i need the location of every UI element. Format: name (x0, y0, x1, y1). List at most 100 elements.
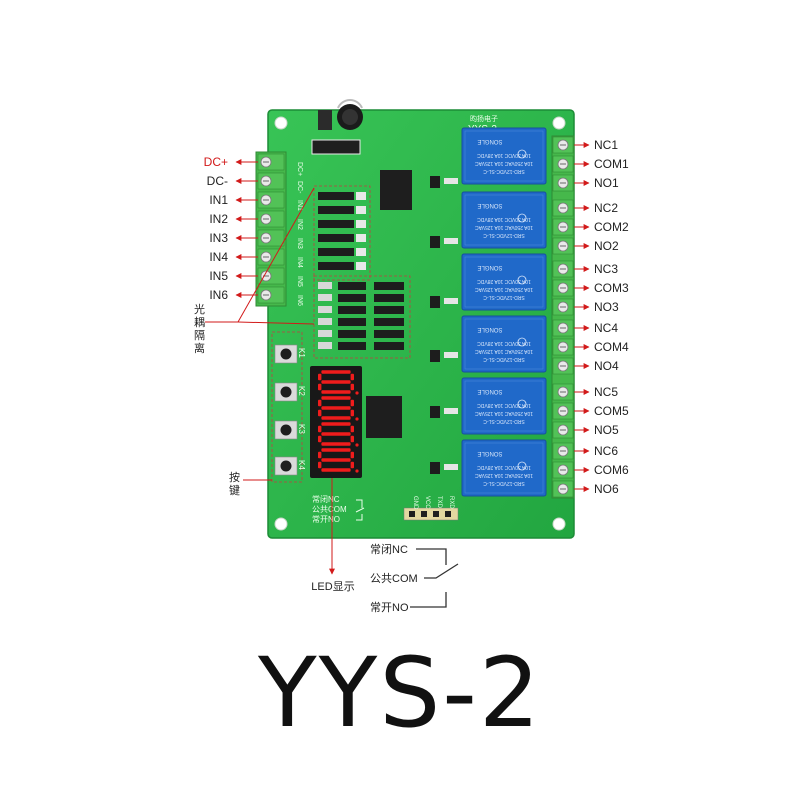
output-label-text: NC6 (594, 444, 618, 458)
relay-marking: SRD-12VDC-SL-C (483, 356, 525, 362)
output-label-text: NO5 (594, 423, 619, 437)
output-terminal (552, 218, 574, 236)
relay-marking: 10A 250VAC 10A 125VAC (475, 410, 533, 416)
input-label: IN2 (209, 212, 258, 226)
header-pin-silk: GND (412, 496, 418, 510)
optocoupler-chip (318, 248, 354, 256)
seven-segment-digit (318, 396, 359, 421)
optocoupler-chip (338, 342, 366, 350)
resistor (356, 192, 366, 200)
transistors (430, 176, 458, 474)
input-label: IN4 (209, 250, 258, 264)
seven-segment-digit (318, 370, 359, 395)
output-label: NO5 (574, 423, 619, 437)
resistor (318, 282, 332, 289)
output-label: NC4 (574, 321, 618, 335)
relay-marking: SRD-12VDC-SL-C (483, 480, 525, 486)
relay-logo-icon (517, 461, 527, 471)
relay-brand: SONGLE (477, 326, 502, 332)
key-silk: K2 (297, 386, 306, 396)
transistor (430, 176, 440, 188)
output-terminal (552, 319, 574, 337)
output-label-text: COM1 (594, 157, 629, 171)
input-pin-silk: IN6 (296, 295, 303, 306)
board-contact-symbol (355, 499, 365, 521)
output-label-text: NC2 (594, 201, 618, 215)
output-terminal (552, 155, 574, 173)
relay-marking: 10A 250VAC 10A 125VAC (475, 472, 533, 478)
header-pin-silk: RXD (448, 496, 454, 509)
resistor (444, 464, 458, 470)
optocoupler-chip (318, 192, 354, 200)
output-label: COM2 (574, 220, 629, 234)
board-legend-nc: 常闭NC (312, 495, 340, 504)
mcu-chip (380, 170, 412, 210)
output-terminal (552, 402, 574, 420)
input-terminal: DC- (257, 172, 303, 194)
optocoupler-chip (338, 330, 366, 338)
push-button: K3 (274, 420, 306, 440)
resistor (318, 318, 332, 325)
output-label-text: NO1 (594, 176, 619, 190)
resistor (318, 342, 332, 349)
regulator-chip (318, 110, 332, 130)
board-legend-com: 公共COM (312, 505, 347, 514)
resistor (444, 298, 458, 304)
contact-no-label: 常开NO (370, 601, 409, 614)
output-terminal (552, 136, 574, 154)
optocoupler-annotation: 光耦隔离 (194, 187, 315, 355)
header-pin (433, 511, 439, 517)
output-terminal (552, 174, 574, 192)
input-label-text: DC+ (204, 155, 228, 169)
contact-switch-line (424, 563, 459, 579)
relay-logo-icon (517, 337, 527, 347)
input-label-text: IN1 (209, 193, 228, 207)
relay-marking: 10A 250VAC 10A 125VAC (475, 224, 533, 230)
relay-modules: SRD-12VDC-SL-C 10A 250VAC 10A 125VAC 10A 3… (461, 127, 547, 497)
relay-logo-icon (517, 275, 527, 285)
key-silk: K3 (297, 424, 306, 434)
output-terminal (552, 298, 574, 316)
optocoupler-chip (318, 206, 354, 214)
contact-nc-line (416, 548, 447, 565)
relay-marking: 10A 30VDC 10A 28VDC (477, 402, 531, 408)
relay-brand: SONGLE (477, 264, 502, 270)
optocoupler-label: 光耦隔离 (194, 302, 205, 355)
output-terminal (552, 260, 574, 278)
input-label-text: IN3 (209, 231, 228, 245)
output-label: NO4 (574, 359, 619, 373)
optocoupler-chip (318, 220, 354, 228)
header-pin (445, 511, 451, 517)
relay-marking: 10A 30VDC 10A 28VDC (477, 152, 531, 158)
relay-marking: 10A 30VDC 10A 28VDC (477, 340, 531, 346)
optocoupler-chip (374, 330, 404, 338)
push-button: K2 (274, 382, 306, 402)
relay: SRD-12VDC-SL-C 10A 250VAC 10A 125VAC 10A 3… (461, 439, 547, 497)
output-label-text: NO4 (594, 359, 619, 373)
seven-segment-digit (318, 422, 359, 447)
led-display-label: LED显示 (311, 580, 354, 593)
optocoupler-chip (374, 342, 404, 350)
input-pin-silk: IN5 (296, 276, 303, 287)
optocoupler-chip (374, 318, 404, 326)
resistor (356, 234, 366, 242)
seven-segment-digit (318, 448, 359, 473)
header-pin-silk: VCC (424, 496, 430, 509)
output-terminal (552, 383, 574, 401)
optocoupler-chip (374, 306, 404, 314)
output-label-text: COM4 (594, 340, 629, 354)
input-label-text: IN5 (209, 269, 228, 283)
relay-marking: 10A 30VDC 10A 28VDC (477, 278, 531, 284)
input-label-text: IN6 (209, 288, 228, 302)
optocoupler-region-lower (313, 275, 411, 359)
relay-marking: 10A 30VDC 10A 28VDC (477, 464, 531, 470)
electrolytic-capacitor (337, 99, 363, 130)
relay-brand: SONGLE (477, 202, 502, 208)
relay-logo-icon (517, 213, 527, 223)
relay-marking: 10A 250VAC 10A 125VAC (475, 160, 533, 166)
led-display-annotation: LED显示 (311, 478, 355, 593)
output-label-text: NO6 (594, 482, 619, 496)
power-diodes (311, 139, 361, 155)
